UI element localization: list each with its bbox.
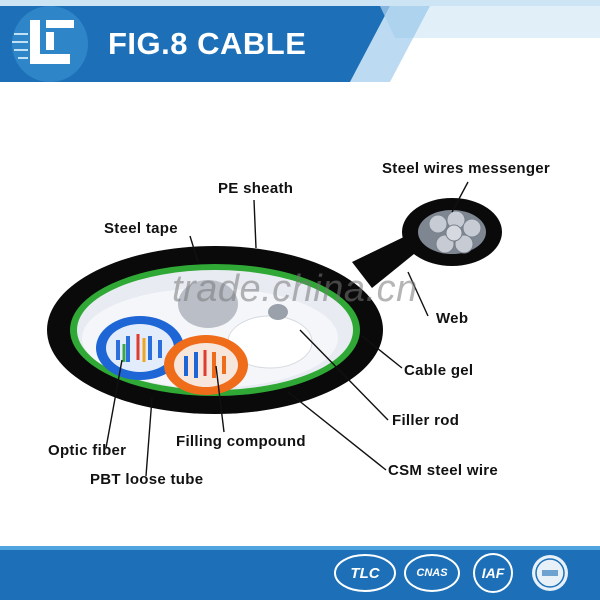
cnas-badge-text: CNAS <box>416 567 448 579</box>
certification-seal-badge <box>528 552 572 594</box>
label-steel-wires-messenger: Steel wires messenger <box>382 160 551 177</box>
label-optic-fiber: Optic fiber <box>48 442 127 459</box>
certification-seal-icon <box>532 555 568 591</box>
header-background <box>0 0 600 88</box>
tlc-badge: TLC <box>332 552 398 594</box>
pbt-loose-tube-orange <box>164 335 248 395</box>
filler-rod <box>178 280 238 328</box>
leader-lines <box>105 181 469 477</box>
label-cable-gel: Cable gel <box>404 362 474 379</box>
label-steel-tape: Steel tape <box>104 220 178 237</box>
pbt-loose-tube-blue <box>96 316 184 380</box>
label-web: Web <box>436 310 469 327</box>
header-banner: FIG.8 CABLE <box>0 0 600 88</box>
label-pbt-loose-tube: PBT loose tube <box>90 471 204 488</box>
iaf-logo-icon <box>473 553 513 593</box>
watermark-text: trade.china.cn <box>172 268 418 310</box>
iaf-badge-text: IAF <box>481 565 505 581</box>
label-csm-steel-wire: CSM steel wire <box>388 462 499 479</box>
tlc-logo-icon <box>334 554 396 592</box>
csm-steel-wire <box>268 304 288 320</box>
iaf-badge: IAF <box>466 552 520 594</box>
cnas-badge: CNAS <box>402 552 462 594</box>
label-filler-rod: Filler rod <box>392 412 460 429</box>
company-logo-icon <box>12 6 88 82</box>
label-filling-compound: Filling compound <box>176 433 306 450</box>
cnas-logo-icon <box>404 554 460 592</box>
page-title: FIG.8 CABLE <box>108 26 307 61</box>
label-pe-sheath: PE sheath <box>218 180 294 197</box>
steel-wires-messenger <box>418 210 486 254</box>
tlc-badge-text: TLC <box>350 564 380 582</box>
web <box>352 234 414 288</box>
